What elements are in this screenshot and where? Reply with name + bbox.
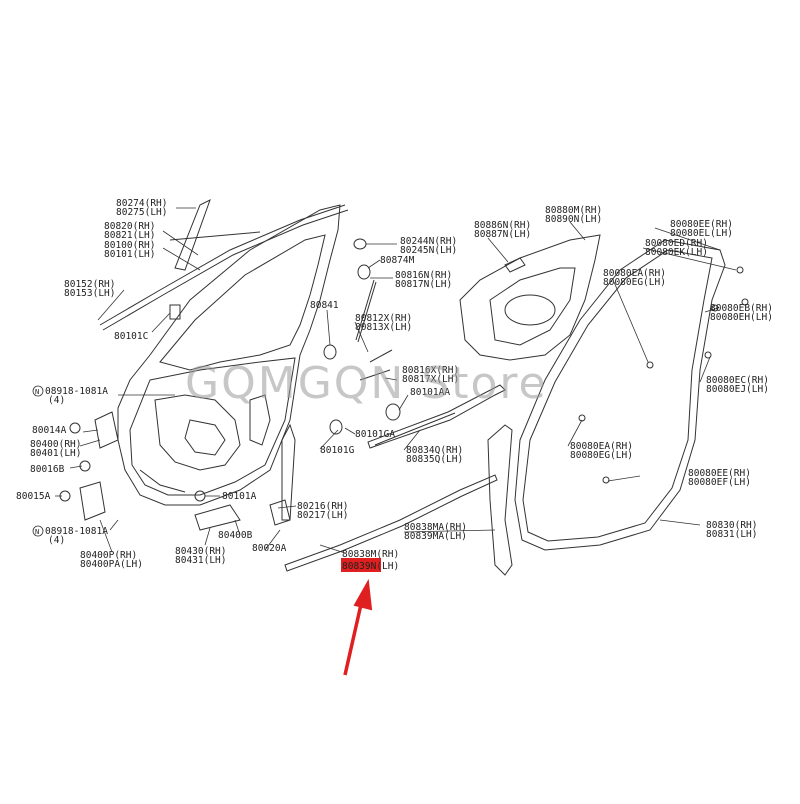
label-80821: 80821(LH): [104, 230, 155, 241]
label-80890n: 80890N(LH): [545, 214, 602, 225]
label-80838ma: 80838MA(RH): [404, 522, 467, 533]
label-80080ea-top: 80080EA(RH): [603, 268, 666, 279]
label-80830: 80830(RH): [706, 520, 757, 531]
label-80812x: 80812X(RH): [355, 313, 412, 324]
label-80015a: 80015A: [16, 491, 51, 502]
label-80080ee: 80080EE(RH): [670, 219, 733, 230]
inner-belt-weatherstrip: [284, 474, 498, 572]
label-80274: 80274(RH): [116, 198, 167, 209]
label-80817x: 80817X(LH): [402, 374, 459, 385]
label-80839n: 80839N(LH): [342, 561, 399, 572]
label-08918-b: 08918-1081A: [45, 526, 108, 537]
label-80217: 80217(LH): [297, 510, 348, 521]
svg-text:N: N: [35, 528, 39, 536]
label-80887n: 80887N(LH): [474, 229, 531, 240]
store-watermark: GQMGQN Store: [185, 358, 548, 409]
circled-n-icon: [32, 385, 44, 397]
pillar-seal: [487, 424, 513, 576]
label-80080ek: 80080EK(LH): [645, 247, 708, 258]
label-80816n: 80816N(RH): [395, 270, 452, 281]
label-80080ee-bottom: 80080EE(RH): [688, 468, 751, 479]
label-80275: 80275(LH): [116, 207, 167, 218]
part-80101c: [169, 304, 181, 320]
label-80838m: 80838M(RH): [342, 549, 399, 560]
label-80820: 80820(RH): [104, 221, 155, 232]
label-80874m: 80874M: [380, 255, 415, 266]
label-80400b: 80400B: [218, 530, 253, 541]
label-80216: 80216(RH): [297, 501, 348, 512]
label-80014a: 80014A: [32, 425, 67, 436]
label-80016b: 80016B: [30, 464, 65, 475]
label-80101a: 80101A: [222, 491, 257, 502]
label-80101ga: 80101GA: [355, 429, 395, 440]
circled-n-icon: [32, 525, 44, 537]
leader-lines: [55, 207, 737, 554]
label-80020a: 80020A: [252, 543, 287, 554]
label-80400p: 80400P(RH): [80, 550, 137, 561]
label-80245n: 80245N(LH): [400, 245, 457, 256]
window-sash-strips: [99, 198, 349, 331]
label-80153: 80153(LH): [64, 288, 115, 299]
door-trim-panel: [459, 234, 601, 361]
label-80100: 80100(RH): [104, 240, 155, 251]
label-80886n: 80886N(RH): [474, 220, 531, 231]
label-80813x: 80813X(LH): [355, 322, 412, 333]
label-80244n: 80244N(RH): [400, 236, 457, 247]
label-80880m: 80880M(RH): [545, 205, 602, 216]
label-80831: 80831(LH): [706, 529, 757, 540]
label-80080ea-bottom: 80080EA(RH): [570, 441, 633, 452]
label-80431: 80431(LH): [175, 555, 226, 566]
label-80080eg-top: 80080EG(LH): [603, 277, 666, 288]
label-80152: 80152(RH): [64, 279, 115, 290]
hinge-parts: [59, 411, 119, 521]
label-80430: 80430(RH): [175, 546, 226, 557]
svg-text:N: N: [35, 388, 39, 396]
label-08918-a-qty: (4): [48, 395, 65, 406]
highlight-box: [341, 558, 381, 572]
door-panel-drawing: [117, 204, 341, 506]
label-80080eh: 80080EH(LH): [710, 312, 773, 323]
label-80080eg-bottom: 80080EG(LH): [570, 450, 633, 461]
label-80834q: 80834Q(RH): [406, 445, 463, 456]
label-80841: 80841: [310, 300, 339, 311]
label-80839ma: 80839MA(LH): [404, 531, 467, 542]
label-80835q: 80835Q(LH): [406, 454, 463, 465]
label-80817n: 80817N(LH): [395, 279, 452, 290]
label-80400: 80400(RH): [30, 439, 81, 450]
label-80080el: 80080EL(LH): [670, 228, 733, 239]
label-80080eb: 80080EB(RH): [710, 303, 773, 314]
label-80080ef: 80080EF(LH): [688, 477, 751, 488]
label-80400pa: 80400PA(LH): [80, 559, 143, 570]
label-80101g: 80101G: [320, 445, 355, 456]
label-80101aa: 80101AA: [410, 387, 450, 398]
belt-moulding: [367, 384, 506, 449]
label-80816x: 80816X(RH): [402, 365, 459, 376]
label-08918-a: 08918-1081A: [45, 386, 108, 397]
label-80080ec: 80080EC(RH): [706, 375, 769, 386]
label-80101c: 80101C: [114, 331, 148, 342]
label-80080ej: 80080EJ(LH): [706, 384, 769, 395]
label-08918-b-qty: (4): [48, 535, 65, 546]
label-80401: 80401(LH): [30, 448, 81, 459]
red-pointer-arrow: [343, 578, 373, 676]
door-opening-weatherstrip: [514, 239, 726, 551]
label-80101: 80101(LH): [104, 249, 155, 260]
label-80080ed: 80080ED(RH): [645, 238, 708, 249]
part-labels: 80274(RH) 80275(LH) 80820(RH) 80821(LH) …: [16, 198, 773, 572]
